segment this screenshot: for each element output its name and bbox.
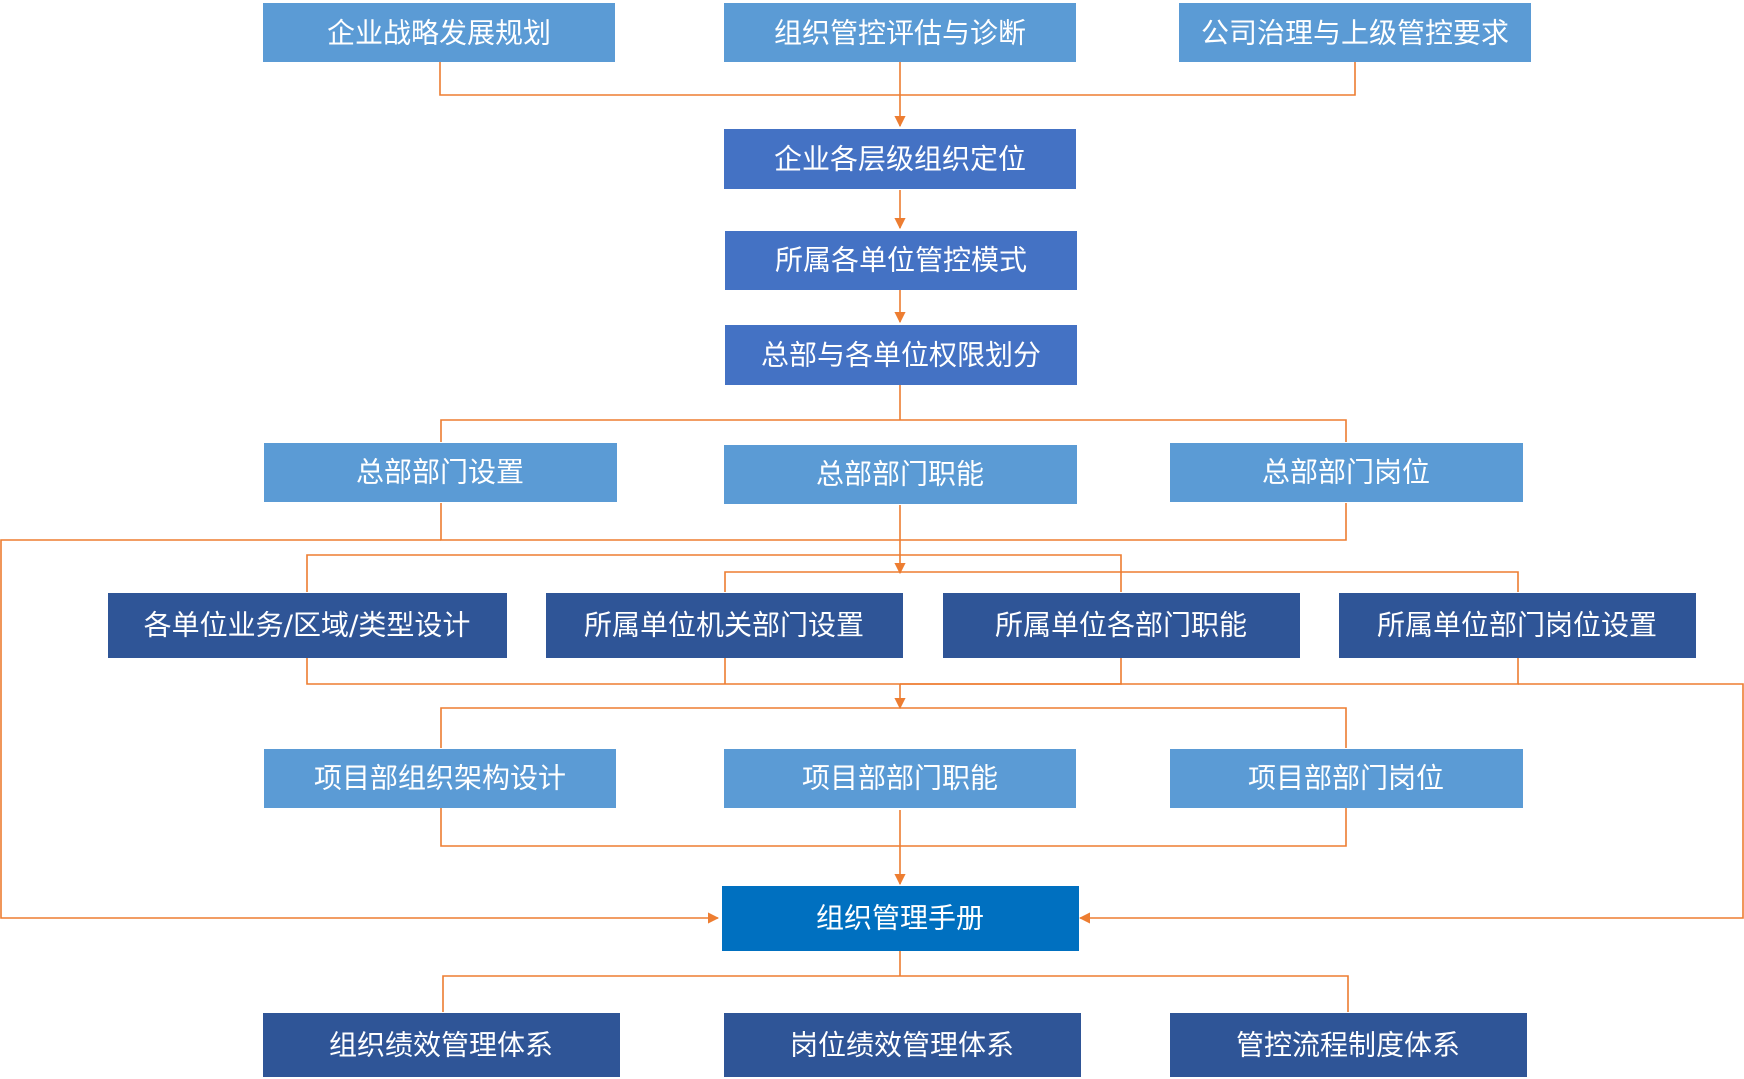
svg-text:总部部门职能: 总部部门职能 <box>816 458 984 491</box>
node-hq-dept-post: 总部部门岗位 <box>1170 443 1523 502</box>
node-unit-type-design: 各单位业务/区域/类型设计 <box>108 593 507 658</box>
connector-hq-top-bus <box>440 419 1347 442</box>
node-positioning: 企业各层级组织定位 <box>724 129 1076 189</box>
svg-text:公司治理与上级管控要求: 公司治理与上级管控要求 <box>1201 17 1509 50</box>
svg-text:企业战略发展规划: 企业战略发展规划 <box>327 17 551 50</box>
svg-text:企业各层级组织定位: 企业各层级组织定位 <box>774 143 1026 176</box>
svg-text:项目部部门职能: 项目部部门职能 <box>802 762 998 795</box>
node-authority-split: 总部与各单位权限划分 <box>725 325 1077 385</box>
svg-text:所属单位部门岗位设置: 所属单位部门岗位设置 <box>1377 609 1657 642</box>
svg-text:组织管控评估与诊断: 组织管控评估与诊断 <box>774 17 1026 50</box>
svg-text:项目部部门岗位: 项目部部门岗位 <box>1248 762 1444 795</box>
svg-text:组织绩效管理体系: 组织绩效管理体系 <box>329 1029 553 1062</box>
connectors <box>0 62 1744 1012</box>
node-project-org-design: 项目部组织架构设计 <box>264 749 616 808</box>
node-hq-dept-setup: 总部部门设置 <box>264 443 617 502</box>
svg-text:所属单位机关部门设置: 所属单位机关部门设置 <box>584 609 864 642</box>
node-control-mode: 所属各单位管控模式 <box>725 231 1077 290</box>
nodes: 企业战略发展规划 组织管控评估与诊断 公司治理与上级管控要求 企业各层级组织定位… <box>108 3 1696 1077</box>
connector-hq-bottom-bus <box>440 503 1347 541</box>
node-project-dept-post: 项目部部门岗位 <box>1170 749 1523 808</box>
connector-bottom-bus <box>442 975 1349 1012</box>
svg-text:岗位绩效管理体系: 岗位绩效管理体系 <box>790 1029 1014 1062</box>
node-unit-dept-function: 所属单位各部门职能 <box>943 593 1300 658</box>
node-top-governance: 公司治理与上级管控要求 <box>1179 3 1531 62</box>
connector-hq-left-loop <box>0 539 720 924</box>
connector-project-bottom-bus <box>440 808 1347 847</box>
node-post-performance: 岗位绩效管理体系 <box>724 1013 1081 1077</box>
svg-text:各单位业务/区域/类型设计: 各单位业务/区域/类型设计 <box>144 609 471 642</box>
node-unit-dept-post-setup: 所属单位部门岗位设置 <box>1339 593 1696 658</box>
connector-unit-right-loop <box>1078 683 1744 924</box>
node-control-process: 管控流程制度体系 <box>1170 1013 1527 1077</box>
svg-text:管控流程制度体系: 管控流程制度体系 <box>1236 1029 1460 1062</box>
svg-text:项目部组织架构设计: 项目部组织架构设计 <box>314 762 566 795</box>
svg-text:所属各单位管控模式: 所属各单位管控模式 <box>775 244 1027 277</box>
svg-text:总部与各单位权限划分: 总部与各单位权限划分 <box>761 339 1041 372</box>
node-org-manual: 组织管理手册 <box>722 886 1079 951</box>
connector-unit-top-bus-a <box>306 554 1122 592</box>
node-org-performance: 组织绩效管理体系 <box>263 1013 620 1077</box>
svg-text:总部部门岗位: 总部部门岗位 <box>1262 456 1430 489</box>
connector-project-top-bus <box>440 707 1347 748</box>
connector-unit-bottom-bus-a <box>306 658 1122 685</box>
node-hq-dept-function: 总部部门职能 <box>724 445 1077 504</box>
connector-top-merge <box>439 62 1356 96</box>
node-top-strategy: 企业战略发展规划 <box>263 3 615 62</box>
svg-text:组织管理手册: 组织管理手册 <box>816 902 984 935</box>
node-project-dept-function: 项目部部门职能 <box>724 749 1076 808</box>
connector-unit-bottom-bus-c <box>900 658 1519 685</box>
svg-text:总部部门设置: 总部部门设置 <box>356 456 524 489</box>
connector-unit-top-bus-b <box>724 571 1519 592</box>
node-top-assessment: 组织管控评估与诊断 <box>724 3 1076 62</box>
node-unit-org-dept-setup: 所属单位机关部门设置 <box>546 593 903 658</box>
svg-text:所属单位各部门职能: 所属单位各部门职能 <box>995 609 1247 642</box>
